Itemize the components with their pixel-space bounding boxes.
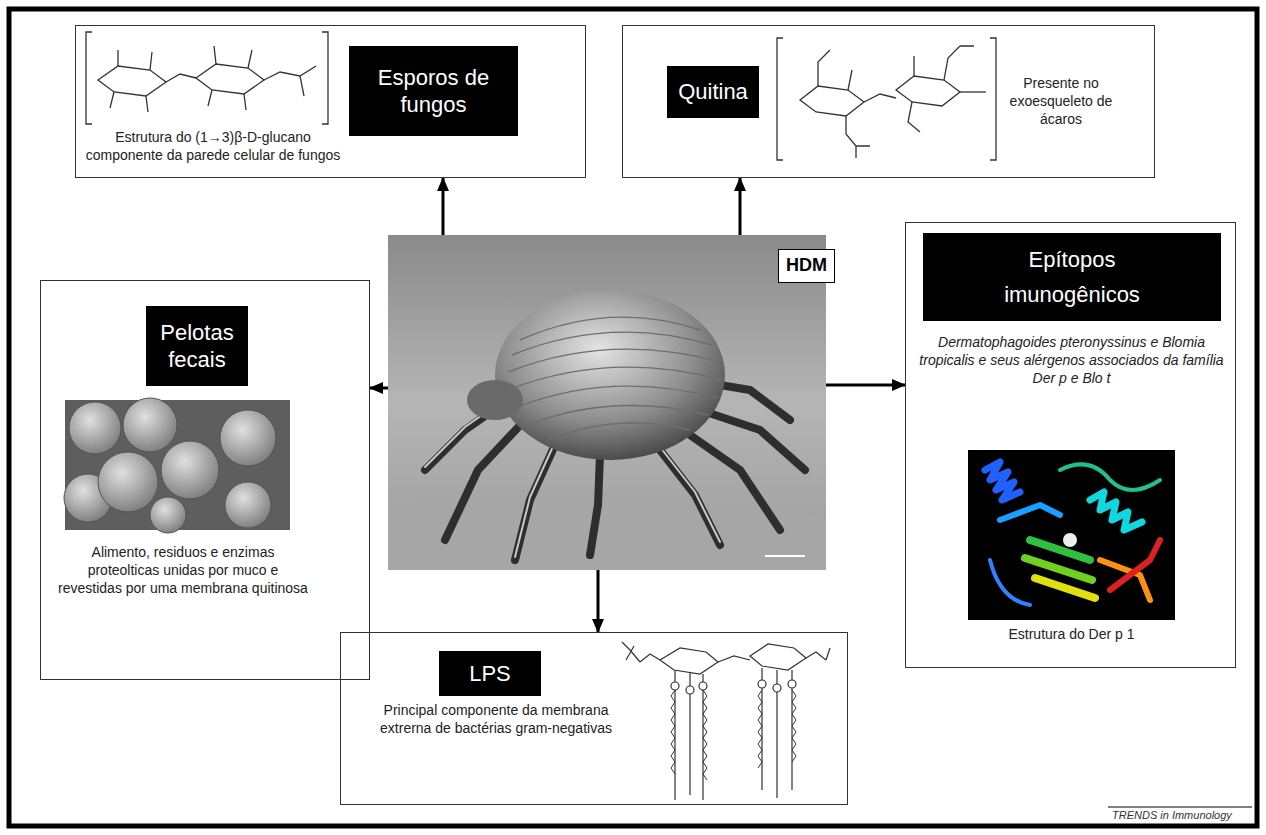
- label-text: Epítopos imunogênicos: [982, 242, 1162, 312]
- caption-text: Estrutura do (1→3)β-D-glucano componente…: [82, 128, 344, 164]
- caption-text: Principal componente da membrana extrern…: [371, 701, 621, 737]
- caption-text: Dermatophagoides pteronyssinus e Blomia …: [918, 333, 1225, 388]
- der-p-1-structure: [968, 450, 1175, 620]
- label-text: Esporos de fungos: [355, 64, 512, 119]
- component-box: Dermatophagoides pteronyssinus e Blomia …: [905, 222, 1236, 668]
- lps-structure: [622, 642, 830, 800]
- component-box: Presente no exoesqueleto de ácaros Quitin…: [622, 25, 1155, 178]
- footer-rule: [1108, 807, 1252, 808]
- caption-text: Alimento, residuos e enzimas proteoltica…: [55, 543, 311, 598]
- journal-credit: TRENDS in Immunology: [1112, 809, 1232, 822]
- arrow-connector: [370, 387, 388, 390]
- chitin-structure: [777, 38, 996, 160]
- arrow-connector: [739, 178, 742, 235]
- fecal-pellets-photo: [64, 398, 290, 533]
- arrow-connector: [597, 570, 600, 632]
- component-box: Estrutura do (1→3)β-D-glucano componente…: [75, 25, 586, 178]
- label-text: Pelotas fecais: [152, 319, 242, 374]
- component-box: Alimento, residuos e enzimas proteoltica…: [40, 280, 370, 680]
- label-text: Quitina: [678, 78, 748, 106]
- title-label: Epítopos imunogênicos: [923, 233, 1221, 321]
- title-label: Quitina: [667, 66, 759, 118]
- glucan-structure: [86, 32, 328, 124]
- caption-text: Presente no exoesqueleto de ácaros: [1001, 74, 1121, 129]
- caption-text: Estrutura do Der p 1: [918, 625, 1225, 643]
- title-label: LPS: [439, 651, 541, 696]
- title-label: Pelotas fecais: [146, 306, 248, 386]
- title-label: Esporos de fungos: [349, 46, 518, 136]
- arrow-connector: [826, 384, 905, 387]
- mite-photo: [388, 235, 826, 570]
- mite-node: HDM: [388, 235, 826, 570]
- arrow-connector: [442, 178, 445, 235]
- label-text: LPS: [469, 660, 511, 688]
- photo-label: HDM: [778, 249, 835, 283]
- outer-frame: [9, 9, 1257, 826]
- component-box: Principal componente da membrana extrern…: [340, 632, 848, 805]
